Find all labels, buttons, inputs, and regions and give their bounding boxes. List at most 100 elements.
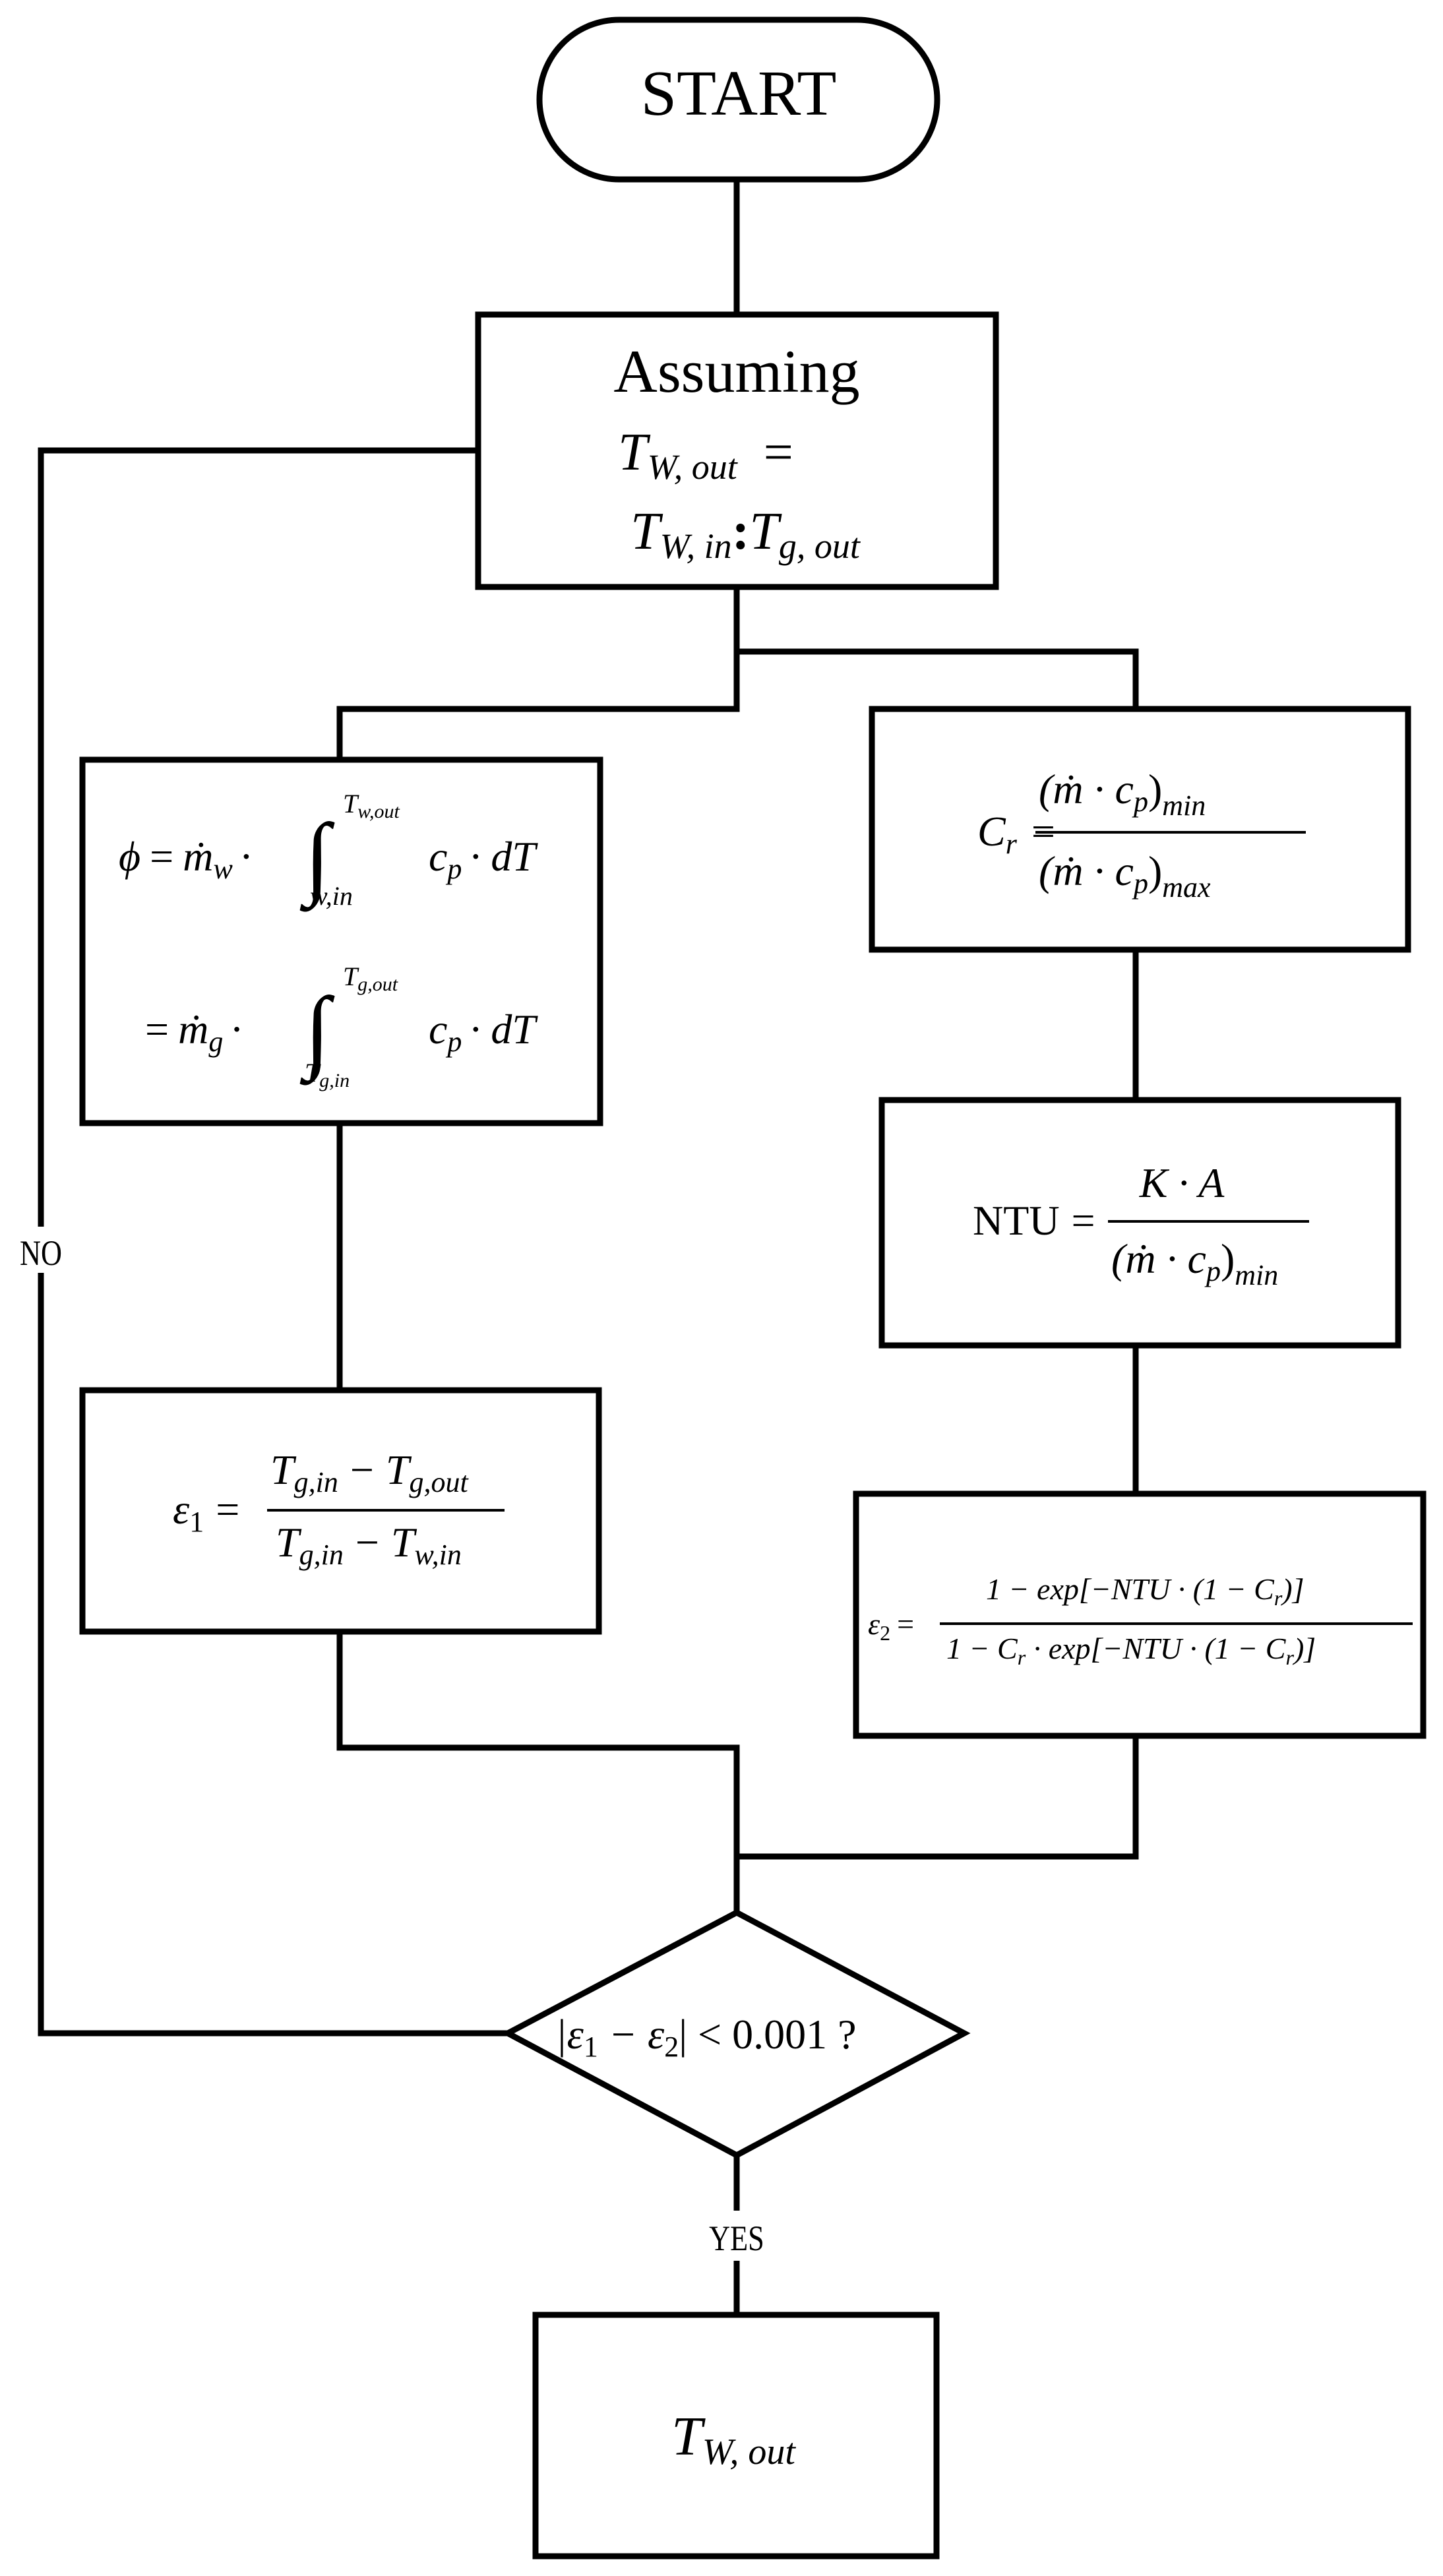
cr-num-outer-sub: min: [1162, 789, 1206, 822]
e2-den-pre: 1 − C: [946, 1632, 1018, 1665]
decision-sub2: 2: [664, 2031, 679, 2063]
e1-den-b-sub: w,in: [415, 1539, 462, 1571]
phi-eq1: =: [150, 833, 173, 880]
phi-line2-right: cp· dT: [429, 1006, 538, 1058]
phi-mdot-w-sub: w: [213, 853, 233, 885]
e2-eq: =: [897, 1607, 914, 1641]
start-shape: [536, 16, 940, 183]
assume-t: T: [618, 423, 651, 481]
end-box: [532, 2312, 940, 2560]
assume-node: Assuming TW, out = TW, in:Tg, out: [475, 311, 999, 590]
e1-lhs: ε1=: [173, 1486, 239, 1538]
e2-den-mid: · exp[−NTU · (1 − C: [1026, 1632, 1287, 1665]
decision-eps2: − ε: [598, 2011, 665, 2058]
ntu-node: NTU= K · A (ṁ · cp)min: [878, 1097, 1401, 1349]
cr-denominator: (ṁ · cp)max: [1039, 847, 1211, 904]
e1-num-b-sub: g,out: [410, 1466, 470, 1498]
e1-den-b: T: [391, 1519, 417, 1566]
ntu-denominator: (ṁ · cp)min: [1111, 1235, 1278, 1291]
e1-den-op: −: [355, 1519, 379, 1566]
assume-line1: TW, out =: [618, 423, 793, 487]
phi-upper2-t: T: [343, 962, 359, 991]
end-t: T: [671, 2406, 706, 2467]
e1-eq: =: [216, 1486, 239, 1533]
decision-node: |ε1 − ε2| < 0.001 ?: [501, 1909, 971, 2159]
phi-upper1: Tw,out: [343, 789, 400, 822]
phi-c2: c: [429, 1006, 447, 1053]
assume-eq: =: [764, 423, 793, 481]
e1-den-a-sub: g,in: [299, 1539, 344, 1571]
phi-line2-left: =ṁg·: [145, 1006, 244, 1058]
ntu-den-main: (ṁ · c: [1111, 1235, 1206, 1282]
cr-numerator: (ṁ · cp)min: [1039, 766, 1206, 822]
assume-title: Assuming: [613, 338, 859, 405]
assume-t-sub: W, out: [648, 447, 739, 487]
e2-den-sub1: r: [1018, 1645, 1026, 1669]
e1-num-b: T: [386, 1446, 412, 1493]
edge-e2-to-merge: [737, 1736, 1139, 1860]
phi-dot2: ·: [230, 1006, 243, 1053]
cr-box: [869, 706, 1411, 953]
phi-lower1: w,in: [310, 881, 353, 911]
cr-den-close: ): [1148, 847, 1162, 894]
phi-c1-sub: p: [445, 853, 462, 885]
cr-den-outer-sub: max: [1162, 871, 1211, 904]
end-node: TW, out: [532, 2312, 940, 2560]
ntu-eq: =: [1072, 1197, 1095, 1244]
assume-t2: T: [749, 503, 782, 561]
edge-assume-split: [336, 587, 740, 760]
yes-label: YES: [709, 2219, 764, 2258]
edge-no-loop: [38, 447, 508, 2037]
e2-eps-sub: 2: [880, 1621, 890, 1645]
e2-numerator: 1 − exp[−NTU · (1 − Cr)]: [986, 1572, 1305, 1610]
decision-rest: | < 0.001 ?: [679, 2011, 856, 2058]
decision-diamond: [501, 1909, 971, 2159]
phi-integral1: ∫: [299, 805, 335, 912]
cr-num-close: ): [1148, 766, 1162, 813]
e2-den-post: )]: [1292, 1632, 1316, 1665]
cr-den-main: (ṁ · c: [1039, 847, 1134, 894]
e2-den-sub2: r: [1286, 1645, 1295, 1669]
phi-line1-right: cp· dT: [429, 833, 538, 885]
yes-label-bg: [699, 2211, 774, 2261]
e2-box: [853, 1490, 1427, 1739]
phi-upper1-t: T: [343, 789, 359, 818]
e1-num-a-sub: g,in: [294, 1466, 338, 1498]
e1-eps-sub: 1: [189, 1506, 204, 1538]
decision-sub1: 1: [584, 2031, 598, 2063]
ntu-den-outer-sub: min: [1235, 1259, 1278, 1291]
e2-lhs: ε2 =: [868, 1607, 914, 1645]
cr-num-main: (ṁ · c: [1039, 766, 1134, 813]
e1-node: ε1= Tg,in−Tg,out Tg,in−Tw,in: [79, 1387, 602, 1635]
phi-c2-sub: p: [445, 1026, 462, 1058]
phi-upper2: Tg,out: [343, 962, 398, 995]
no-label-bg: [20, 1227, 62, 1273]
e2-num-pre: 1 − exp[−NTU · (1 − C: [986, 1572, 1275, 1606]
phi-upper1-sub: w,out: [357, 801, 400, 822]
phi-integral2: ∫: [299, 979, 335, 1086]
ntu-den-sub: p: [1204, 1255, 1221, 1287]
ntu-den-close: ): [1221, 1235, 1235, 1282]
phi-node: ϕ=ṁw· ∫ Tw,out w,in cp· dT =ṁg· ∫ Tg,out…: [79, 756, 603, 1126]
no-label: NO: [20, 1233, 62, 1273]
ntu-lhs: NTU=: [973, 1197, 1095, 1244]
e2-num-post: )]: [1280, 1572, 1304, 1606]
phi-eq2: =: [145, 1006, 169, 1053]
assume-line2: TW, in:Tg, out: [630, 503, 861, 566]
decision-label: |ε1 − ε2| < 0.001 ?: [555, 2011, 857, 2063]
phi-lower2-t: T: [305, 1058, 321, 1088]
start-node: START: [536, 16, 940, 183]
edge-e1-to-merge: [336, 1632, 740, 1913]
e2-denominator: 1 − Cr · exp[−NTU · (1 − Cr)]: [946, 1632, 1316, 1669]
decision-eps1: |ε: [555, 2011, 584, 2058]
e2-eps: ε: [868, 1607, 880, 1641]
phi-dot1: ·: [239, 833, 253, 880]
phi-mdot-g: ṁ: [178, 1006, 208, 1053]
end-label: TW, out: [671, 2406, 796, 2472]
e2-node: ε2= 1 − exp[−NTU · (1 − Cr)] 1 − Cr · ex…: [853, 1490, 1427, 1739]
assume-t2-sub: g, out: [779, 526, 861, 566]
e2-num-sub: r: [1274, 1586, 1283, 1610]
cr-num-sub: p: [1132, 785, 1148, 818]
phi-symbol: ϕ: [119, 833, 140, 880]
